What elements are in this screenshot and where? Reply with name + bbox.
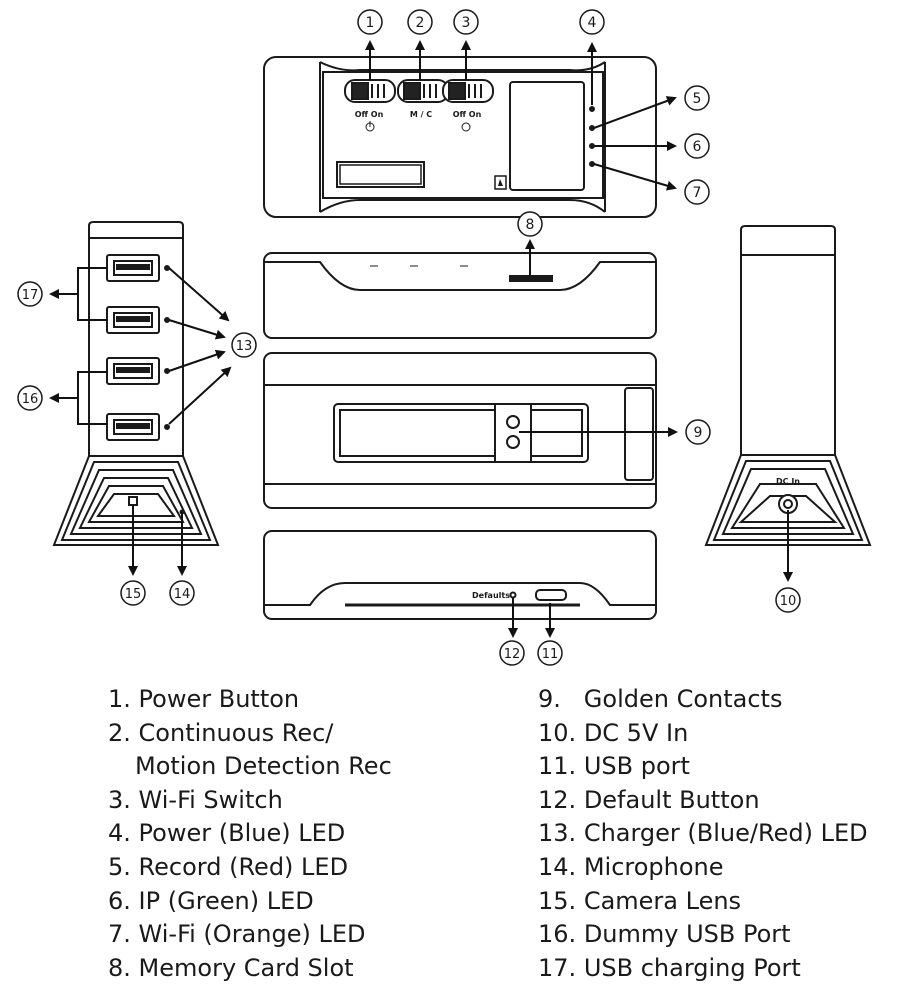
callout-16: 16 bbox=[17, 385, 43, 411]
svg-text:7: 7 bbox=[693, 185, 702, 201]
legend-item-6: 6. IP (Green) LED bbox=[108, 886, 314, 915]
power-switch bbox=[344, 79, 396, 103]
callout-7: 7 bbox=[684, 179, 710, 205]
dc-in-label: DC In bbox=[776, 477, 800, 486]
svg-text:17: 17 bbox=[22, 288, 39, 303]
legend-right: 9. Golden Contacts 10. DC 5V In 11. USB … bbox=[538, 683, 908, 985]
callout-5: 5 bbox=[684, 85, 710, 111]
svg-text:2: 2 bbox=[416, 15, 425, 31]
power-symbol-icon bbox=[365, 121, 375, 132]
legend-item-8: 8. Memory Card Slot bbox=[108, 953, 354, 982]
legend-item-5: 5. Record (Red) LED bbox=[108, 852, 349, 881]
callout-13: 13 bbox=[231, 332, 257, 358]
callout-14: 14 bbox=[169, 580, 195, 606]
legend-item-2: 2. Continuous Rec/ bbox=[108, 718, 334, 747]
callout-2: 2 bbox=[407, 9, 433, 35]
legend-item-16: 16. Dummy USB Port bbox=[538, 920, 791, 949]
switch3-label: Off On bbox=[453, 110, 482, 119]
switch2-label: M / C bbox=[410, 110, 432, 119]
legend-item-3: 3. Wi-Fi Switch bbox=[108, 785, 283, 814]
top-view bbox=[263, 56, 657, 218]
svg-text:5: 5 bbox=[693, 91, 702, 107]
svg-text:10: 10 bbox=[780, 594, 797, 609]
callout-8: 8 bbox=[517, 211, 543, 237]
legend-item-7: 7. Wi-Fi (Orange) LED bbox=[108, 920, 366, 949]
svg-text:6: 6 bbox=[693, 139, 702, 155]
defaults-label: Defaults bbox=[472, 591, 510, 600]
legend-item-17: 17. USB charging Port bbox=[538, 953, 801, 982]
legend-item-4: 4. Power (Blue) LED bbox=[108, 819, 346, 848]
legend-item-2-continued: Motion Detection Rec bbox=[135, 752, 392, 781]
callout-15: 15 bbox=[120, 580, 146, 606]
bottom-view bbox=[263, 352, 657, 509]
legend-item-11: 11. USB port bbox=[538, 752, 690, 781]
callout-10: 10 bbox=[775, 587, 801, 613]
left-side-view bbox=[52, 221, 220, 546]
callout-9: 9 bbox=[685, 419, 711, 445]
callout-1: 1 bbox=[357, 9, 383, 35]
callout-11: 11 bbox=[537, 640, 563, 666]
svg-text:14: 14 bbox=[174, 587, 191, 602]
side-view-bottom bbox=[263, 530, 657, 620]
callout-6: 6 bbox=[684, 133, 710, 159]
wifi-switch bbox=[442, 79, 494, 103]
legend-item-15: 15. Camera Lens bbox=[538, 886, 742, 915]
svg-text:4: 4 bbox=[588, 15, 597, 31]
callout-3: 3 bbox=[453, 9, 479, 35]
callout-12: 12 bbox=[499, 640, 525, 666]
svg-text:15: 15 bbox=[125, 587, 142, 602]
legend-item-13: 13. Charger (Blue/Red) LED bbox=[538, 819, 868, 848]
svg-text:13: 13 bbox=[236, 339, 253, 354]
svg-text:9: 9 bbox=[694, 425, 703, 441]
mode-switch bbox=[397, 79, 449, 103]
side-view-top bbox=[263, 252, 657, 339]
legend-left: 1. Power Button 2. Continuous Rec/ Motio… bbox=[108, 683, 508, 985]
right-side-view bbox=[704, 225, 872, 546]
legend-item-10: 10. DC 5V In bbox=[538, 718, 689, 747]
svg-text:1: 1 bbox=[366, 15, 375, 31]
callout-17: 17 bbox=[17, 281, 43, 307]
svg-text:8: 8 bbox=[526, 217, 535, 233]
legend-item-14: 14. Microphone bbox=[538, 852, 724, 881]
legend-item-1: 1. Power Button bbox=[108, 685, 300, 713]
svg-text:16: 16 bbox=[22, 392, 39, 407]
leader-lines bbox=[49, 40, 793, 638]
device-diagram: Off On M / C Off On Defaults bbox=[17, 9, 872, 666]
wifi-symbol-icon bbox=[461, 122, 471, 132]
svg-text:12: 12 bbox=[504, 647, 521, 662]
svg-text:11: 11 bbox=[542, 647, 559, 662]
legend-item-9: 9. Golden Contacts bbox=[538, 685, 783, 713]
legend-item-12: 12. Default Button bbox=[538, 785, 760, 814]
switch1-label: Off On bbox=[355, 110, 384, 119]
callout-4: 4 bbox=[579, 9, 605, 35]
svg-text:3: 3 bbox=[462, 15, 471, 31]
